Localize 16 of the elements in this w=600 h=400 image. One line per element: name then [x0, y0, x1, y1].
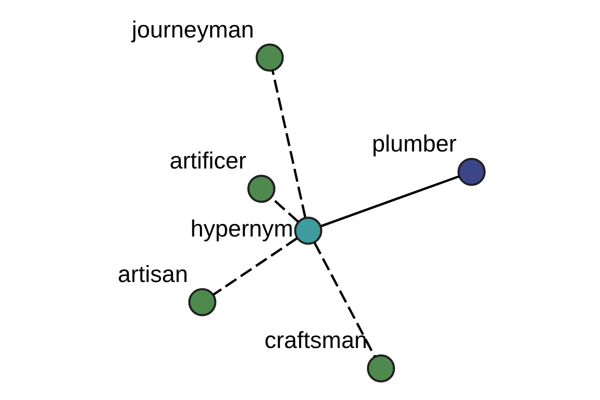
node-label: craftsman: [264, 327, 367, 354]
node-circle: [366, 354, 395, 382]
node-circle: [294, 216, 322, 245]
node-label: artisan: [117, 260, 188, 287]
node-circle: [246, 174, 275, 203]
connector: [320, 175, 460, 228]
connector: [270, 70, 306, 218]
node-label: hypernym: [190, 215, 293, 242]
node-circle: [457, 158, 486, 186]
node-label: journeyman: [131, 16, 254, 42]
node-label: plumber: [372, 130, 456, 157]
connector: [212, 237, 298, 296]
node-circle: [188, 288, 216, 316]
node-circle: [255, 44, 284, 72]
connector: [312, 242, 376, 358]
node-label: artificer: [169, 147, 246, 174]
